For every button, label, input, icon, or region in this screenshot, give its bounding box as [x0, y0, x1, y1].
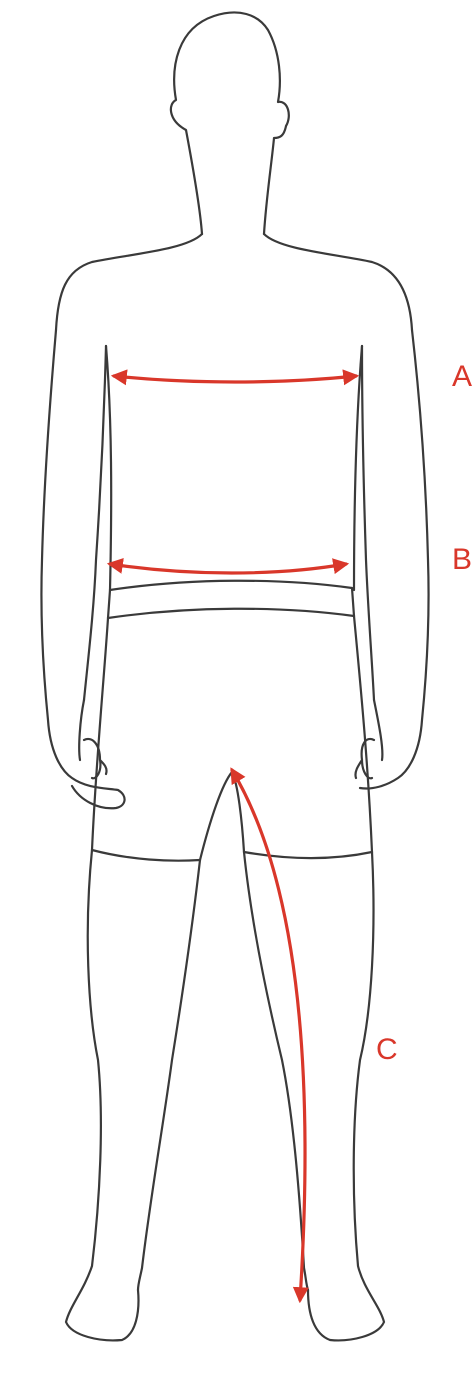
right-arm-inner	[362, 346, 374, 700]
inseam-measurement-label: C	[376, 1035, 398, 1065]
left-shoulder	[56, 234, 202, 330]
torso-right-side	[354, 346, 362, 590]
left-arm-inner	[84, 346, 106, 700]
torso-left-side	[106, 346, 111, 590]
shorts-left-side	[92, 618, 108, 850]
right-hand	[355, 700, 382, 778]
chest-measurement-arrow	[114, 376, 356, 382]
right-arm-outer	[360, 330, 429, 789]
waistband-left-edge	[108, 590, 110, 618]
right-leg-hem	[244, 852, 372, 858]
shorts-crotch	[200, 772, 244, 860]
left-leg-inner	[138, 860, 200, 1290]
left-leg-hem	[92, 850, 200, 861]
shorts-right-side	[354, 616, 372, 852]
waist-measurement-label: B	[452, 545, 472, 575]
left-arm-outer	[41, 330, 124, 808]
head	[171, 12, 289, 234]
left-leg-outer	[66, 850, 138, 1340]
body-outline	[41, 12, 428, 1340]
measurement-lines	[110, 376, 356, 1300]
waistband-top	[110, 581, 352, 590]
waistband-right-edge	[352, 588, 354, 616]
waist-measurement-arrow	[110, 564, 346, 573]
left-hand	[79, 700, 106, 778]
right-shoulder	[264, 234, 412, 330]
waistband-bottom	[108, 609, 354, 618]
right-leg-outer	[308, 852, 384, 1340]
chest-measurement-label: A	[452, 362, 472, 392]
right-leg-inner	[244, 852, 308, 1290]
